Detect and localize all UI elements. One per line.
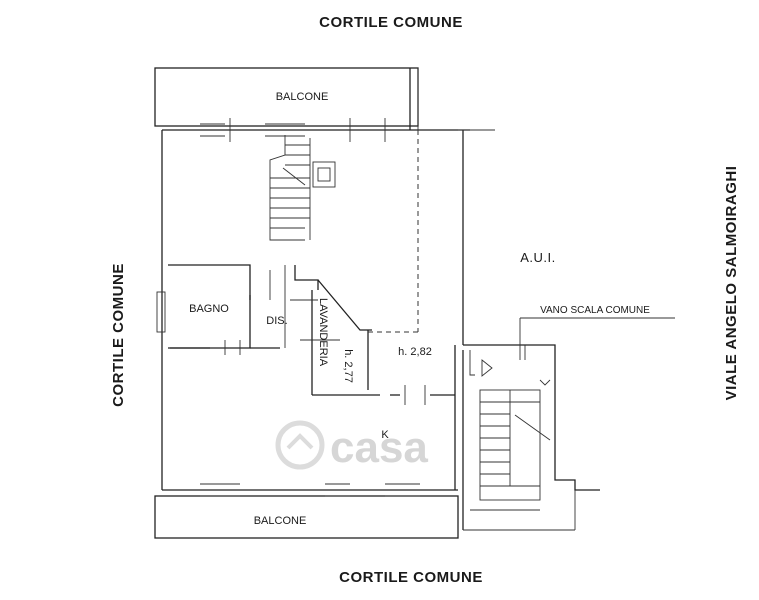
- balcony-bottom-label: BALCONE: [254, 515, 307, 527]
- courtyard-bottom-label: CORTILE COMUNE: [339, 569, 483, 586]
- laundry-label: LAVANDERIA: [317, 298, 329, 367]
- open-space-outline: [368, 130, 419, 333]
- street-right-label: VIALE ANGELO SALMOIRAGHI: [723, 166, 740, 401]
- internal-walls: [168, 264, 455, 405]
- courtyard-left-label: CORTILE COMUNE: [110, 263, 127, 407]
- stairwell-leader: [519, 317, 675, 360]
- bathroom-label: BAGNO: [189, 303, 229, 315]
- common-stair-label: VANO SCALA COMUNE: [540, 305, 650, 316]
- laundry-height-label: h. 2,77: [342, 349, 354, 383]
- courtyard-top-label: CORTILE COMUNE: [319, 14, 463, 31]
- kitchen-label: K: [381, 429, 389, 441]
- balcony-top-label: BALCONE: [276, 91, 329, 103]
- windows: [156, 118, 420, 497]
- watermark-text: casa: [330, 423, 428, 472]
- hallway-label: DIS.: [266, 315, 287, 327]
- main-height-label: h. 2,82: [398, 346, 432, 358]
- watermark: casa: [275, 420, 428, 472]
- aui-label: A.U.I.: [520, 250, 556, 265]
- outer-walls: [154, 67, 495, 539]
- internal-staircase: [269, 135, 336, 241]
- common-stairwell: [462, 344, 600, 531]
